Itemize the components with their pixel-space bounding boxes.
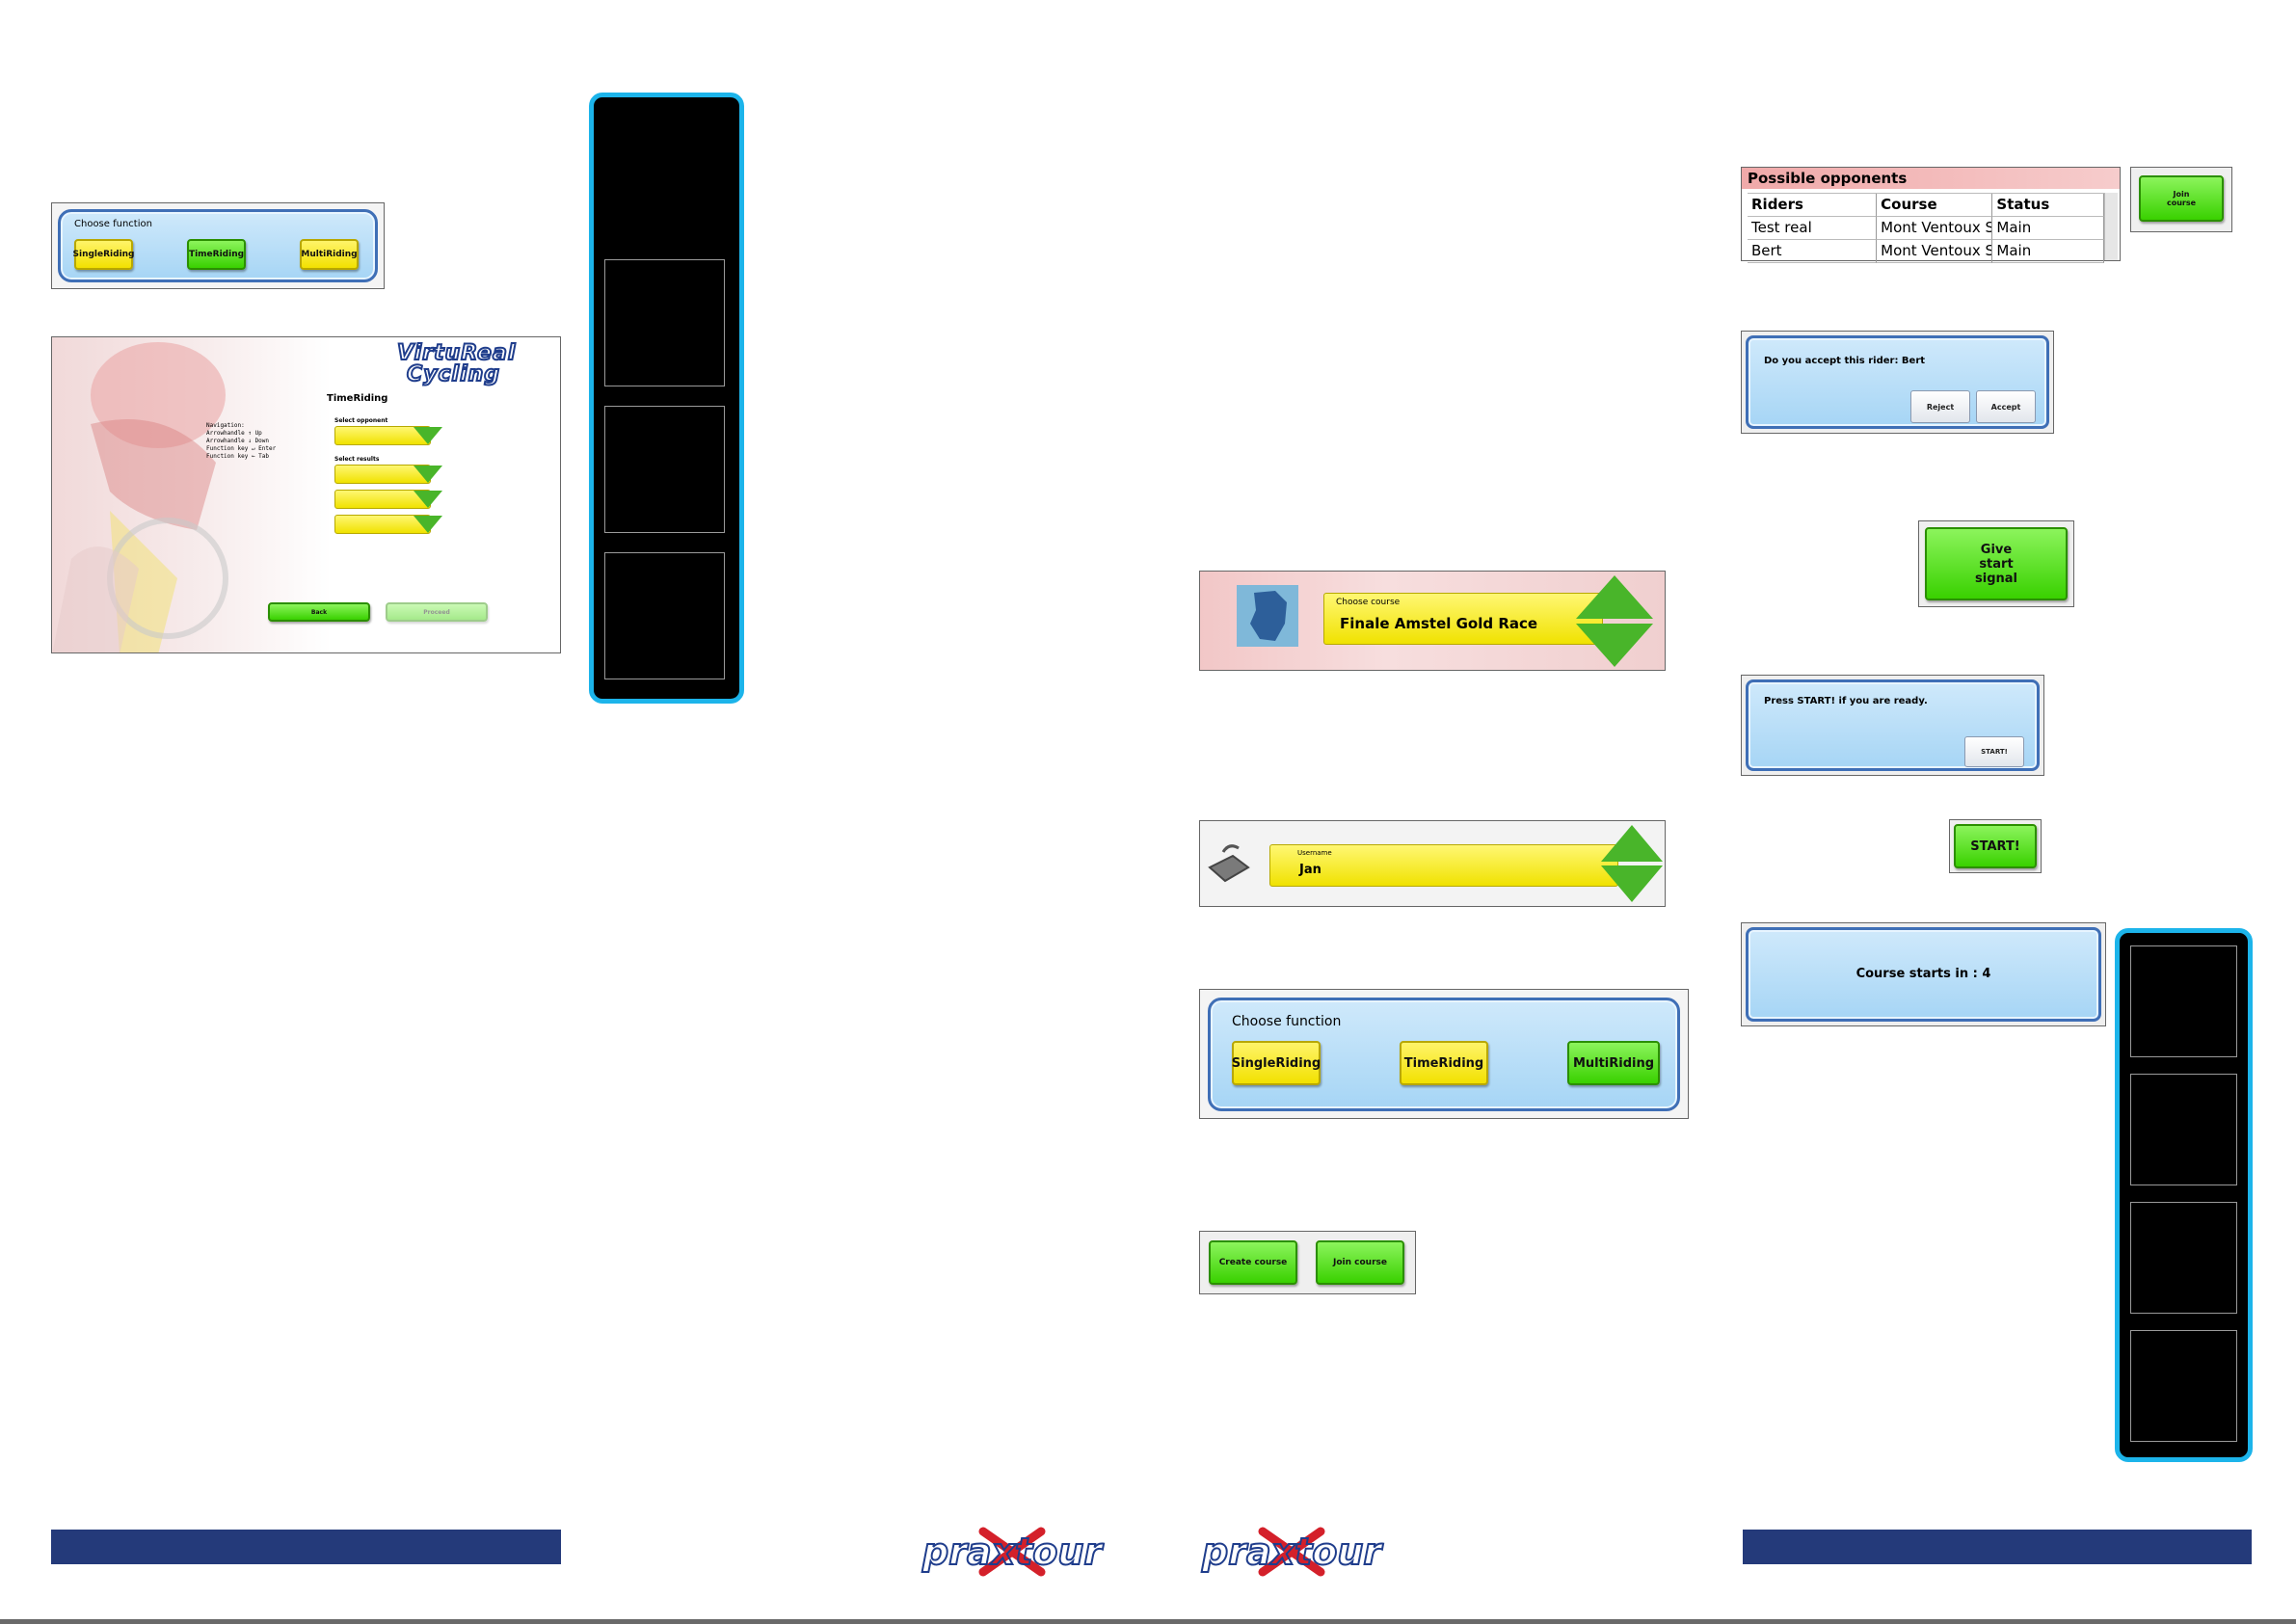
opponents-title-bar (1742, 168, 2120, 189)
create-join-panel: Create course Join course (1199, 1231, 1416, 1294)
singleriding-button-small[interactable]: SingleRiding (73, 239, 135, 270)
right-strip-box-4 (2130, 1330, 2237, 1442)
join-course-button[interactable]: Join course (1316, 1240, 1404, 1285)
timeriding-button-small[interactable]: TimeRiding (187, 239, 246, 270)
status-cell: Main (1992, 240, 2105, 263)
choose-function-small-panel: Choose function SingleRiding TimeRiding … (51, 202, 385, 289)
praxtour-wordmark-left: praxtour (921, 1530, 1103, 1574)
praxtour-wordmark-right: praxtour (1201, 1530, 1382, 1574)
right-black-strip (2115, 928, 2253, 1462)
opponent-down-arrow-icon[interactable] (414, 427, 442, 444)
select-results-label: Select results (334, 456, 380, 463)
username-down-arrow-icon[interactable] (1601, 865, 1663, 902)
right-strip-box-2 (2130, 1074, 2237, 1185)
praxtour-logo-left: praxtour (919, 1523, 1107, 1581)
possible-opponents-panel: Possible opponents Riders Course Status … (1741, 167, 2121, 263)
results-1-down-arrow-icon[interactable] (414, 466, 442, 483)
virtureal-logo: VirtuReal Cycling (396, 341, 517, 386)
countdown-text: Course starts in : 4 (1855, 967, 1991, 981)
left-footer-bar (51, 1530, 561, 1564)
accept-button[interactable]: Accept (1976, 390, 2036, 423)
netherlands-map-icon (1237, 585, 1298, 647)
opponents-table: Riders Course Status Test real Mont Vent… (1748, 193, 2105, 263)
press-start-box: Press START! if you are ready. START! (1746, 679, 2040, 771)
right-strip-box-3 (2130, 1202, 2237, 1314)
username-panel: Username Jan (1199, 820, 1666, 907)
praxtour-logo-right: praxtour (1198, 1523, 1386, 1581)
proceed-button[interactable]: Proceed (386, 602, 488, 622)
choose-course-field[interactable]: Choose course Finale Amstel Gold Race (1323, 593, 1603, 645)
choose-function-large-box: Choose function SingleRiding TimeRiding … (1208, 998, 1680, 1111)
header-status[interactable]: Status (1992, 194, 2105, 217)
join-course-button-single[interactable]: Join course (2139, 175, 2224, 222)
course-cell: Mont Ventoux S (1877, 217, 1993, 240)
left-black-strip (589, 93, 744, 704)
right-strip-box-1 (2130, 945, 2237, 1057)
rider-cell: Test real (1748, 217, 1878, 240)
accept-rider-dialog: Do you accept this rider: Bert Reject Ac… (1741, 331, 2054, 434)
choose-course-panel: Choose course Finale Amstel Gold Race (1199, 571, 1666, 671)
username-label: Username (1297, 849, 1332, 857)
praxtour-x-icon (978, 1527, 1046, 1577)
reject-button[interactable]: Reject (1910, 390, 1970, 423)
opponents-scrollbar[interactable] (2104, 193, 2118, 260)
navigation-help: Navigation: Arrowhandle ↑ Up Arrowhandle… (206, 422, 277, 460)
course-cell: Mont Ventoux S (1877, 240, 1993, 263)
header-riders[interactable]: Riders (1748, 194, 1878, 217)
results-3-down-arrow-icon[interactable] (414, 516, 442, 533)
choose-function-large-title: Choose function (1232, 1014, 1342, 1029)
username-value: Jan (1299, 863, 1322, 877)
right-footer-bar (1743, 1530, 2252, 1564)
rider-cell: Bert (1748, 240, 1878, 263)
results-2-down-arrow-icon[interactable] (414, 491, 442, 508)
cyclist-photo (52, 342, 228, 652)
countdown-box: Course starts in : 4 (1746, 927, 2101, 1022)
timeriding-screen: VirtuReal Cycling TimeRiding Navigation:… (51, 336, 561, 653)
course-up-arrow-icon[interactable] (1576, 575, 1653, 619)
start-dialog-button[interactable]: START! (1964, 736, 2024, 767)
singleriding-button-large[interactable]: SingleRiding (1232, 1041, 1321, 1085)
back-button[interactable]: Back (268, 602, 370, 622)
choose-function-small-box: Choose function SingleRiding TimeRiding … (58, 209, 378, 282)
page-bottom-edge (0, 1619, 2296, 1624)
choose-course-label: Choose course (1336, 598, 1401, 607)
table-row[interactable]: Test real Mont Ventoux S Main (1748, 217, 2105, 240)
username-up-arrow-icon[interactable] (1601, 825, 1663, 862)
choose-course-value: Finale Amstel Gold Race (1340, 615, 1538, 632)
press-start-dialog: Press START! if you are ready. START! (1741, 675, 2044, 776)
timeriding-button-large[interactable]: TimeRiding (1400, 1041, 1488, 1085)
start-button-panel: START! (1949, 819, 2042, 873)
give-start-signal-button[interactable]: Give start signal (1925, 527, 2068, 600)
status-cell: Main (1992, 217, 2105, 240)
timeriding-title: TimeRiding (327, 393, 388, 404)
table-row[interactable]: Bert Mont Ventoux S Main (1748, 240, 2105, 263)
countdown-panel: Course starts in : 4 (1741, 922, 2106, 1026)
multiriding-button-small[interactable]: MultiRiding (300, 239, 359, 270)
accept-rider-text: Do you accept this rider: Bert (1764, 356, 1926, 366)
opponents-header-row: Riders Course Status (1748, 193, 2105, 217)
left-strip-box-2 (604, 406, 725, 533)
header-course[interactable]: Course (1877, 194, 1993, 217)
select-opponent-label: Select opponent (334, 417, 388, 424)
multiriding-button-large[interactable]: MultiRiding (1567, 1041, 1660, 1085)
username-field[interactable]: Username Jan (1269, 844, 1618, 887)
create-course-button[interactable]: Create course (1209, 1240, 1297, 1285)
give-start-signal-panel: Give start signal (1918, 520, 2074, 607)
join-course-panel: Join course (2130, 167, 2232, 232)
praxtour-x-icon-right (1258, 1527, 1325, 1577)
left-strip-box-3 (604, 552, 725, 679)
left-strip-box-1 (604, 259, 725, 386)
opponents-title: Possible opponents (1748, 170, 1908, 187)
accept-rider-box: Do you accept this rider: Bert Reject Ac… (1746, 335, 2049, 429)
choose-function-small-title: Choose function (74, 219, 152, 229)
course-down-arrow-icon[interactable] (1576, 624, 1653, 667)
keyboard-icon (1208, 844, 1250, 883)
start-button[interactable]: START! (1954, 824, 2037, 868)
choose-function-large-panel: Choose function SingleRiding TimeRiding … (1199, 989, 1689, 1119)
press-start-text: Press START! if you are ready. (1764, 696, 1928, 706)
